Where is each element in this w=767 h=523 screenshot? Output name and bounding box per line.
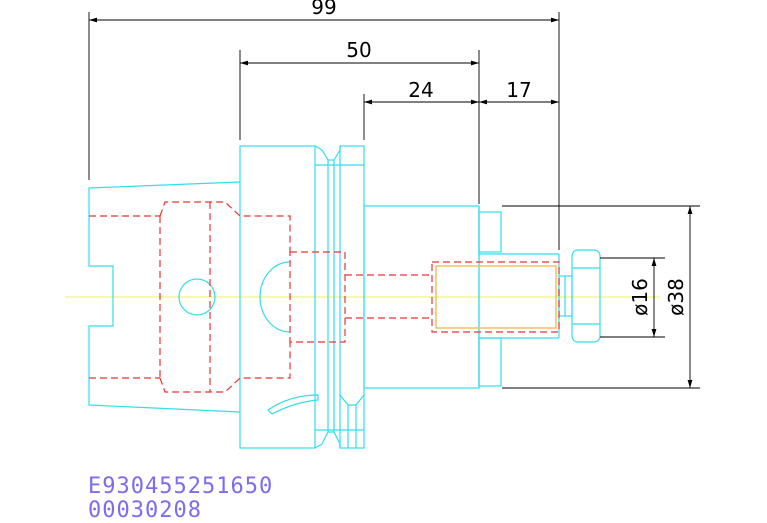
dim-label-d38: ø38 [664, 278, 688, 316]
dimension-lines [89, 17, 693, 388]
dim-label-d16: ø16 [628, 278, 652, 316]
extension-lines [88, 12, 700, 389]
hidden-lines [89, 201, 560, 393]
dim-label-overall: 99 [311, 0, 336, 19]
part-number: E930455251650 [88, 474, 274, 499]
dim-label-24: 24 [408, 78, 433, 102]
dim-label-17: 17 [506, 78, 531, 102]
collet-insert [435, 265, 557, 329]
dim-label-50: 50 [346, 38, 371, 62]
order-code: 00030208 [88, 498, 202, 523]
